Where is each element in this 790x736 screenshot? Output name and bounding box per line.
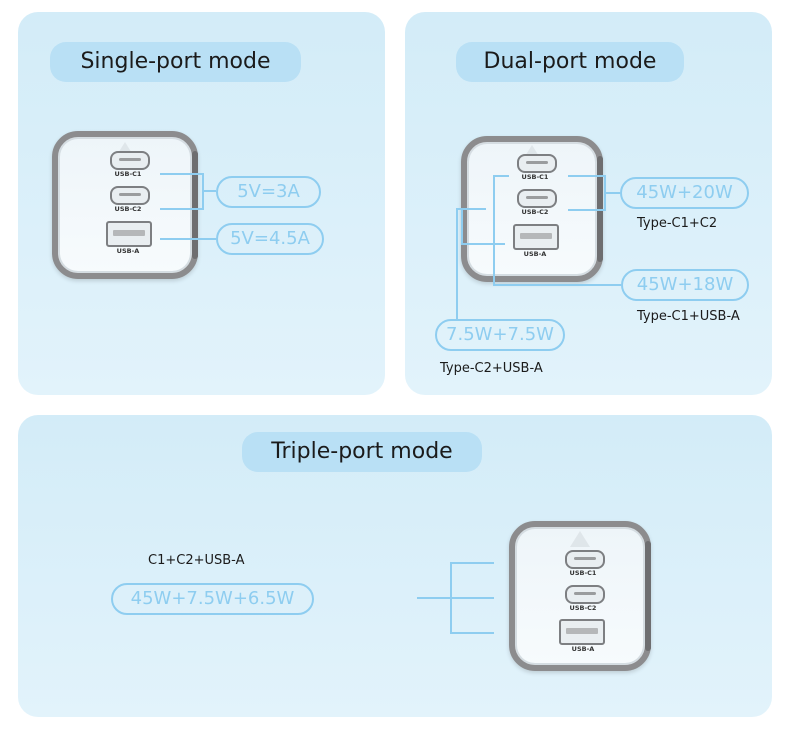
dual-c1a-caption: Type-C1+USB-A	[637, 309, 740, 324]
triple-port-panel: Triple-port mode C1+C2+USB-A 45W+7.5W+6.…	[18, 415, 772, 717]
connector-line	[160, 208, 204, 210]
connector-line	[568, 175, 606, 177]
usb-c1-port	[110, 151, 150, 170]
connector-line	[450, 632, 494, 634]
dual-c2a-value: 7.5W+7.5W	[435, 319, 565, 351]
dual-port-panel: Dual-port mode USB-C1 USB-C2 USB-A 45W+2…	[405, 12, 772, 395]
connector-line	[568, 209, 606, 211]
charger-image: USB-C1 USB-C2 USB-A	[509, 521, 651, 671]
connector-line	[461, 243, 505, 245]
charger-image: USB-C1 USB-C2 USB-A	[52, 131, 198, 279]
triple-caption: C1+C2+USB-A	[148, 553, 245, 568]
connector-line	[202, 190, 216, 192]
connector-line	[456, 208, 486, 210]
dual-c1c2-value: 45W+20W	[620, 177, 749, 209]
dual-c1a-value: 45W+18W	[621, 269, 749, 301]
usb-c2-port	[110, 186, 150, 205]
usb-c1-port	[565, 550, 605, 569]
connector-line	[450, 597, 494, 599]
charger-logo	[570, 531, 590, 547]
connector-line	[417, 597, 451, 599]
usb-c1-port	[517, 154, 557, 173]
connector-line	[160, 238, 216, 240]
dual-c2a-caption: Type-C2+USB-A	[440, 361, 543, 376]
usb-c1-label: USB-C1	[114, 170, 142, 178]
usb-c2-port	[565, 585, 605, 604]
triple-value: 45W+7.5W+6.5W	[111, 583, 314, 615]
charger-edge	[192, 151, 198, 259]
dual-port-title: Dual-port mode	[456, 42, 684, 82]
single-port-title: Single-port mode	[50, 42, 301, 82]
usb-a-port	[513, 224, 559, 250]
usb-a-label: USB-A	[116, 247, 140, 255]
single-port-panel: Single-port mode USB-C1 USB-C2 USB-A 5V=…	[18, 12, 385, 395]
dual-c1c2-caption: Type-C1+C2	[637, 216, 718, 231]
connector-line	[456, 208, 458, 320]
usb-c2-label: USB-C2	[521, 208, 549, 216]
single-a-value: 5V=4.5A	[216, 223, 324, 255]
usb-a-port	[559, 619, 605, 645]
connector-line	[493, 175, 509, 177]
connector-line	[450, 562, 494, 564]
charger-edge	[645, 541, 651, 651]
usb-a-port	[106, 221, 152, 247]
usb-c1-label: USB-C1	[569, 569, 597, 577]
connector-line	[493, 175, 495, 286]
connector-line	[604, 192, 620, 194]
usb-a-label: USB-A	[523, 250, 547, 258]
connector-line	[160, 173, 204, 175]
connector-line	[461, 208, 463, 244]
usb-c1-label: USB-C1	[521, 173, 549, 181]
usb-c2-port	[517, 189, 557, 208]
usb-a-label: USB-A	[571, 645, 595, 653]
single-c-value: 5V=3A	[216, 176, 321, 208]
triple-port-title: Triple-port mode	[242, 432, 482, 472]
connector-line	[493, 284, 621, 286]
usb-c2-label: USB-C2	[569, 604, 597, 612]
usb-c2-label: USB-C2	[114, 205, 142, 213]
